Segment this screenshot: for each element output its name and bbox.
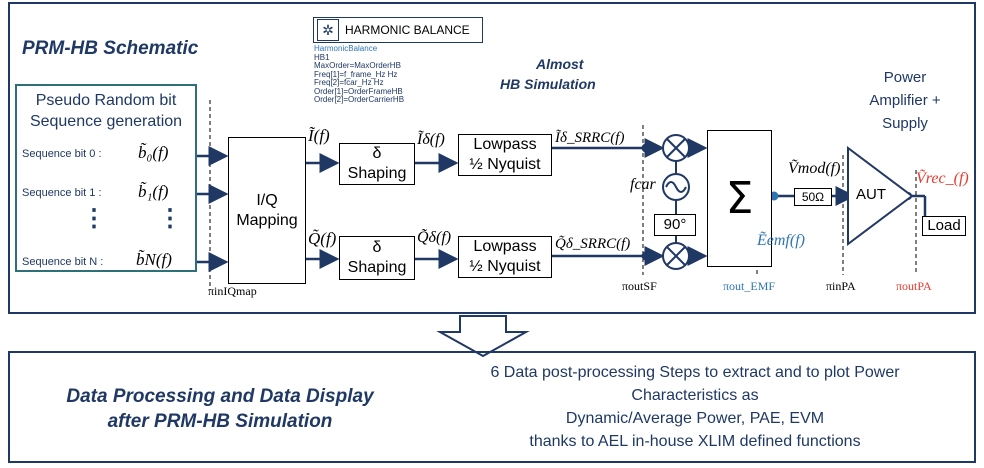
pi-out-emf: πout_EMF: [723, 279, 776, 293]
phase-shift-block: 90°: [654, 214, 696, 236]
hb-line: Freq[1]=f_frame_Hz Hz: [314, 69, 398, 79]
i-srrc-label: Ĩδ_SRRC(f): [555, 130, 625, 146]
bit1-symbol: b̃₁(f): [138, 182, 169, 201]
power-amplifier-label: Power Amplifier + Supply: [869, 69, 941, 132]
post-processing-title: Data Processing and Data Display after P…: [40, 384, 400, 434]
bit0-symbol: b̃₀(f): [138, 143, 169, 162]
hb-line: Order[2]=OrderCarrierHB: [314, 95, 405, 104]
post-processing-description: 6 Data post-processing Steps to extract …: [420, 361, 970, 453]
resistor-50ohm: 50Ω: [794, 188, 832, 206]
hb-line: Order[1]=OrderFrameHB: [314, 86, 403, 96]
hb-panel: ✲ HARMONIC BALANCE: [313, 17, 483, 43]
load-block: Load: [922, 216, 966, 236]
post-processing-frame: [8, 351, 976, 463]
shaping-bottom-block: δ Shaping: [339, 236, 415, 280]
pi-in-pa: πinPA: [826, 279, 856, 293]
i-signal-label: Ĩ(f): [308, 126, 330, 145]
q-srrc-label: Q̃δ_SRRC(f): [555, 236, 631, 252]
bit1-label: Sequence bit 1 :: [22, 187, 102, 199]
q-signal-label: Q̃(f): [308, 229, 337, 248]
post-desc-line4: thanks to AEL in-house XLIM defined func…: [529, 433, 861, 450]
bit0-label: Sequence bit 0 :: [22, 148, 102, 160]
pi-out-pa: πoutPA: [896, 279, 932, 293]
v-mod-label: Ṽmod(f): [788, 160, 841, 177]
lowpass-bottom-block: Lowpass ½ Nyquist: [458, 236, 552, 278]
v-rec-label: Ṽrec_(f): [916, 170, 969, 187]
pi-in-iqmap: πinIQmap: [208, 284, 257, 298]
post-desc-line2: Characteristics as: [631, 387, 759, 404]
dots-left: ⋮: [82, 205, 106, 232]
iq-mapping-block: I/Q Mapping: [228, 137, 306, 284]
post-desc-line1: 6 Data post-processing Steps to extract …: [490, 364, 900, 381]
fcar-label: fcar: [630, 176, 656, 193]
aut-label: AUT: [856, 186, 886, 203]
prbs-title: Pseudo Random bit Sequence generation: [29, 92, 183, 130]
schematic-title: PRM-HB Schematic: [22, 38, 199, 59]
dots-right: ⋮: [158, 205, 182, 232]
hb-line: HarmonicBalance: [314, 44, 378, 53]
post-title-line1: Data Processing and Data Display: [66, 386, 374, 407]
prbs-box: Pseudo Random bit Sequence generation: [15, 84, 197, 272]
e-emf-label: Ẽemf(f): [757, 232, 805, 249]
almost-label: Almost: [536, 56, 584, 72]
sum-block: Σ: [707, 130, 772, 267]
schematic-frame: [8, 2, 976, 314]
hb-logo-icon: ✲: [317, 19, 339, 41]
shaping-top-block: δ Shaping: [339, 143, 415, 185]
hb-simulation-label: HB Simulation: [500, 76, 596, 92]
pi-out-sf: πoutSF: [622, 279, 657, 293]
post-desc-line3: Dynamic/Average Power, PAE, EVM: [565, 410, 825, 427]
bitN-label: Sequence bit N :: [22, 256, 104, 268]
lowpass-top-block: Lowpass ½ Nyquist: [458, 134, 552, 176]
i-delta-label: Ĩδ(f): [417, 131, 445, 148]
post-title-line2: after PRM-HB Simulation: [107, 411, 333, 432]
hb-panel-lines: HarmonicBalance HB1 MaxOrder=MaxOrderHB …: [314, 44, 405, 105]
hb-line: MaxOrder=MaxOrderHB: [314, 61, 401, 70]
q-delta-label: Q̃δ(f): [417, 229, 452, 246]
hb-line: Freq[2]=fcar_Hz Hz: [314, 78, 384, 87]
hb-line: HB1: [314, 52, 330, 62]
bitN-symbol: b̃N(f): [136, 250, 172, 269]
hb-panel-title: HARMONIC BALANCE: [345, 23, 470, 37]
